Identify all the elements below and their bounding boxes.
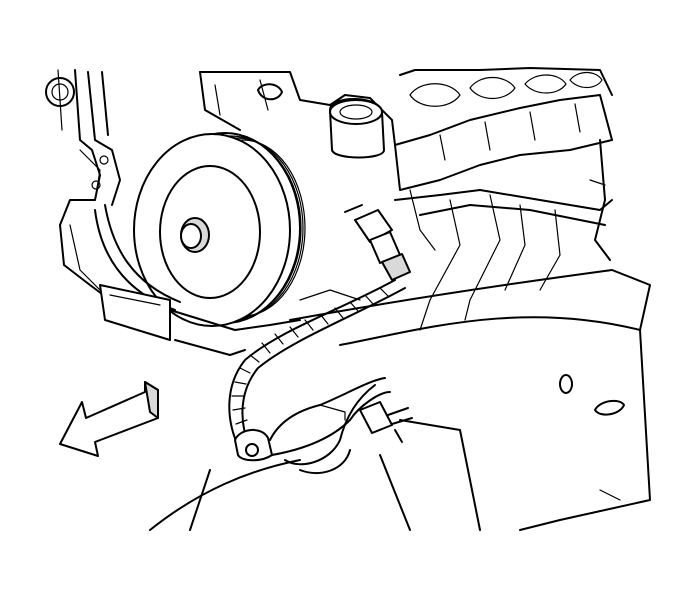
oil-filler-neck xyxy=(329,98,385,159)
heater-cord xyxy=(228,279,406,451)
cord-clip xyxy=(234,429,273,462)
coiled-cord-and-plug xyxy=(269,377,413,475)
front-of-vehicle-arrow xyxy=(59,381,159,457)
frame-crossmember xyxy=(149,269,651,531)
engine-block xyxy=(199,67,613,251)
block-heater xyxy=(344,204,411,281)
oil-pan xyxy=(299,139,613,331)
timing-cover xyxy=(45,69,121,301)
crankshaft-pulley xyxy=(133,132,306,327)
pulley-lower-bracket xyxy=(99,284,301,356)
